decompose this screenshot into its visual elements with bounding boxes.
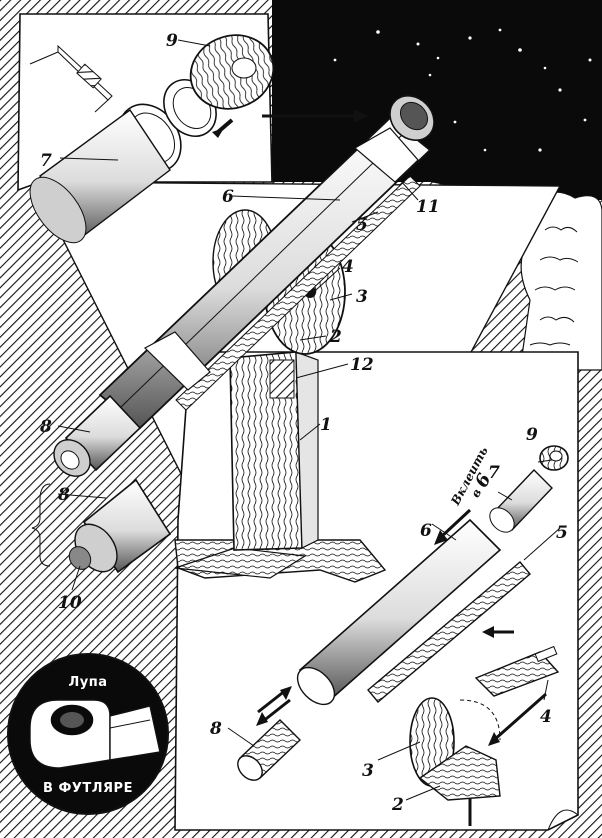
rail-exploded <box>367 561 531 703</box>
slide-arrows <box>256 686 292 726</box>
label-part-7: 7 <box>488 463 500 483</box>
main-tube-exploded <box>296 518 502 706</box>
loupe-title: Лупа <box>68 675 107 690</box>
outer-tube-exploded <box>489 468 553 533</box>
clamp-arrow-head <box>482 626 494 638</box>
loupe-in-case <box>7 653 169 815</box>
pivot-arrow <box>493 692 547 742</box>
leader-lines <box>57 39 561 801</box>
eyepiece-assembly <box>53 394 142 477</box>
arrow-to-ring-head <box>212 128 224 138</box>
glue-arrow <box>438 508 472 540</box>
tube-band-front <box>353 127 419 183</box>
label-side-disk: 3 <box>356 287 368 307</box>
stars <box>333 28 592 152</box>
label-clamp: 2 <box>329 327 342 347</box>
stand-base <box>174 539 387 583</box>
label-stand-post: 1 <box>320 415 332 435</box>
night-sky <box>272 0 602 200</box>
label-part-4: 4 <box>540 707 552 727</box>
bracket-part <box>29 44 113 113</box>
paper-curl <box>547 809 579 831</box>
spring-coil <box>269 359 295 399</box>
label-band: 11 <box>416 197 440 217</box>
label-eyepiece-tube: 8 <box>39 417 52 437</box>
lens-cap-part <box>189 34 275 110</box>
label-eyepiece-lens: 10 <box>58 593 82 613</box>
lens-cap-exploded <box>539 445 569 471</box>
eyepiece-exploded <box>68 478 172 574</box>
label-part-8: 8 <box>209 719 222 739</box>
label-tube-main: 6 <box>222 187 234 207</box>
tube-band-rear <box>143 331 211 391</box>
label-eyepiece-tube-alt: 8 <box>57 485 70 505</box>
pivot-arrow-head <box>488 732 500 746</box>
label-spring: 12 <box>350 355 374 375</box>
label-pivot: 4 <box>342 257 354 277</box>
label-rail: 5 <box>356 215 368 235</box>
foliage-strokes <box>529 226 579 346</box>
label-part-6: 6 <box>420 521 432 541</box>
label-part-9: 9 <box>526 425 538 445</box>
stand-post <box>229 351 319 551</box>
label-part-3: 3 <box>362 761 374 781</box>
outer-tube-part <box>29 109 171 244</box>
eyepiece-tube-exploded <box>237 719 302 781</box>
rail-strip <box>175 175 421 411</box>
clamp-exploded <box>474 645 560 697</box>
grouping-brace <box>31 483 51 567</box>
label-outer-tube: 7 <box>40 151 52 171</box>
arrow-to-scope-head <box>354 109 368 123</box>
glue-arrow-head <box>434 530 448 545</box>
label-lens-cap: 9 <box>166 31 178 51</box>
label-part-2: 2 <box>391 795 404 815</box>
label-part-5: 5 <box>556 523 568 543</box>
loupe-caption: В ФУТЛЯРЕ <box>43 781 133 796</box>
